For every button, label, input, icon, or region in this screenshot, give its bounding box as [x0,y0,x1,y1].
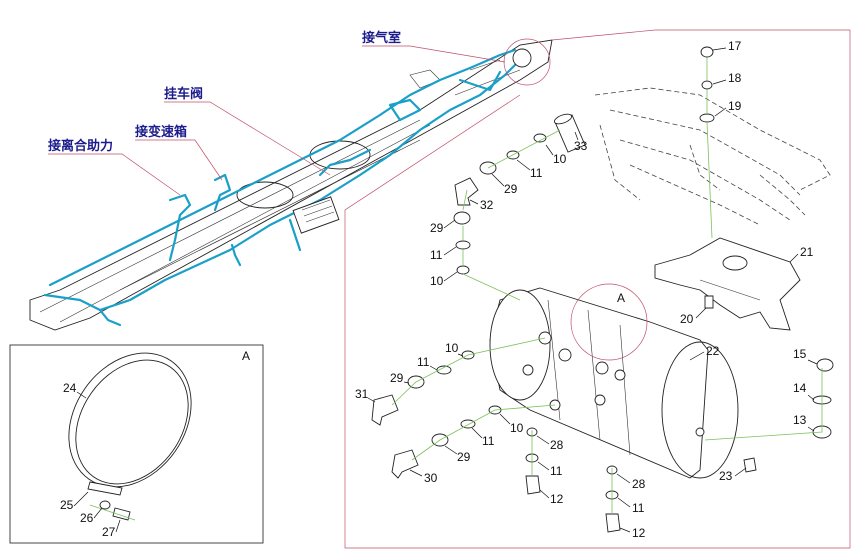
nut-17 [700,46,714,58]
callout-gearbox-label: 接变速箱 [135,124,187,140]
guide-lines [391,129,823,514]
inset-label-a: A [242,349,250,363]
label-18: 18 [728,71,742,85]
label-31: 31 [355,387,369,401]
label-11-left: 11 [417,355,430,369]
label-10-upper: 10 [553,152,567,166]
label-19: 19 [728,99,742,113]
label-33: 33 [574,139,588,153]
label-14: 14 [793,381,807,395]
small-fittings [407,133,834,533]
washer-26 [99,500,111,510]
label-12-left: 12 [550,492,564,506]
air-chamber-highlight [503,38,551,86]
label-13: 13 [793,413,807,427]
callout-clutch-booster-label: 接离合助力 [48,138,113,154]
label-25: 25 [60,498,74,512]
label-28-left: 28 [550,438,564,452]
callout-trailer-valve: 挂车阀 [164,86,331,176]
chassis-frame [29,39,553,331]
label-27: 27 [102,525,116,539]
label-29-lower: 29 [457,450,471,464]
label-10-mid: 10 [430,274,444,288]
label-22: 22 [706,344,720,358]
label-12-right: 12 [632,526,646,540]
washer-19 [699,113,715,123]
callout-clutch-booster: 接离合助力 [48,138,181,196]
air-tank-22 [489,283,739,479]
detail-marker-a: A [617,291,625,305]
label-11-bottom-left: 11 [550,464,563,478]
label-10-lower: 10 [510,421,524,435]
fitting-33 [553,113,586,153]
label-24: 24 [63,381,77,395]
label-32: 32 [480,198,494,212]
bolt-25 [87,481,123,496]
label-21: 21 [800,245,814,259]
detail-a-inset: A 24 25 26 27 [9,344,264,544]
fitting-30 [391,449,419,479]
valve-block [292,196,340,234]
strap-24 [68,352,192,488]
callout-air-chamber: 接气室 [362,30,506,63]
label-20: 20 [680,312,694,326]
label-10-left: 10 [445,341,459,355]
label-29-left: 29 [390,371,404,385]
label-23: 23 [719,469,733,483]
label-28-right: 28 [632,477,646,491]
bracket-21 [654,237,801,331]
air-pipe-routing [43,48,522,327]
label-26: 26 [80,511,94,525]
label-29-mid: 29 [430,221,444,235]
bolt-20 [704,295,714,309]
fitting-31 [371,394,399,426]
callout-trailer-valve-label: 挂车阀 [164,86,203,102]
callout-air-chamber-label: 接气室 [362,30,401,46]
label-29-upper: 29 [504,182,518,196]
frame-section-dashed [594,87,831,226]
exploded-view-boundary [344,29,851,549]
label-30: 30 [424,471,438,485]
label-11-lower: 11 [482,434,495,448]
label-11-mid: 11 [430,248,443,262]
washer-18 [701,80,713,90]
label-15: 15 [793,347,807,361]
label-11-upper: 11 [530,166,543,180]
part-labels: 17 18 19 21 20 22 23 15 14 13 33 10 11 2… [355,39,818,540]
label-17: 17 [728,39,742,53]
callout-gearbox: 接变速箱 [135,124,223,181]
label-11-bottom-right: 11 [632,501,645,515]
